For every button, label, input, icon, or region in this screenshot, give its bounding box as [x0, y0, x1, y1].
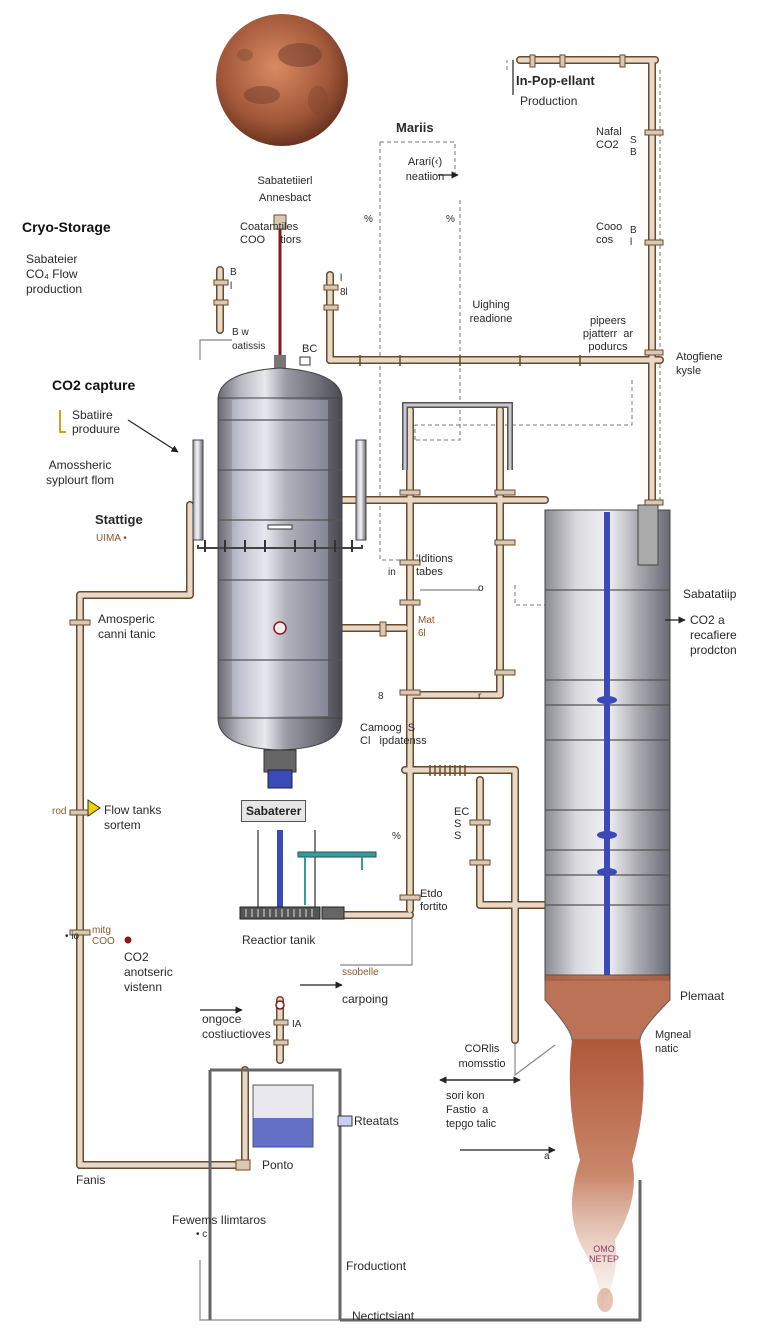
label-nectictsiant: Nectictsiant	[352, 1309, 415, 1323]
label-small-in: in	[388, 567, 396, 578]
pipe-fittings	[69, 54, 664, 1171]
label-reactior-tank: Reactior tanik	[242, 933, 316, 947]
label-flow-tanks: Flow tanks sortem	[104, 803, 162, 832]
label-camooo: Camoog S Cl ipdatenss	[360, 722, 427, 747]
mars-icon	[216, 14, 348, 146]
label-atmospheric-flow: Amossheric syplourt flom	[45, 458, 115, 487]
label-rod: rod	[52, 806, 67, 817]
storage-box	[252, 1084, 353, 1148]
label-small-a: a	[544, 1151, 550, 1162]
label-pleniat: Plemaat	[680, 989, 725, 1003]
label-production: Production	[520, 94, 578, 108]
label-coatalt: Coatamtiles COO tiors	[240, 221, 302, 246]
label-small-o: o	[478, 583, 484, 594]
label-coris: CORlis momsstio	[458, 1043, 506, 1070]
label-pipeers: pipeers pjatterr ar podurcs	[582, 315, 634, 353]
label-carpoing: carpoing	[342, 992, 389, 1006]
label-small-b: B l	[230, 267, 237, 292]
label-sbobelle: ssobelle	[342, 967, 379, 978]
label-stattige: Stattige	[95, 512, 143, 527]
label-bc: BC	[302, 343, 318, 355]
label-froductiont: Froductiont	[346, 1259, 407, 1273]
label-small-w: B w	[232, 327, 249, 338]
label-small-s: S B	[630, 135, 637, 158]
label-sabatier-flow: Sabateier CO₄ Flow production	[26, 252, 83, 296]
label-arari: Arari(‹) neatiion	[405, 156, 445, 183]
label-mitg: mitg COO	[92, 925, 115, 947]
bottom-loops	[208, 1068, 642, 1322]
label-atmospheric-tank: Amosperic canni tanic	[98, 612, 156, 641]
label-small-co: • c	[196, 1229, 208, 1240]
dashed-guides	[379, 60, 661, 606]
label-sorikon: sori kon Fastio a tepgo talic	[446, 1090, 497, 1130]
label-pct2: %	[446, 214, 455, 225]
label-co2-atmospheric: CO2 anotseric vistenn	[124, 950, 173, 994]
sabatier-column-vessel	[544, 504, 671, 1312]
label-sabatatiip: Sabatatiip	[683, 587, 737, 601]
label-small-ia: IA	[292, 1019, 302, 1030]
label-sabaterer: Sabaterer	[241, 800, 307, 822]
label-rteatats: Rteatats	[354, 1114, 399, 1128]
label-in-propellant: In-Pop-ellant	[516, 73, 595, 88]
reactor-tank-base	[239, 830, 377, 920]
label-ec: EC S S	[454, 806, 470, 842]
label-small-r: r	[478, 691, 482, 702]
coil-segments	[359, 355, 581, 776]
label-cryo-storage: Cryo-Storage	[22, 219, 111, 235]
label-maris: Mariis	[396, 120, 434, 135]
label-omo: OMO NETEP	[588, 1244, 619, 1264]
label-co2-recafiere: CO2 a recafiere prodcton	[690, 613, 737, 657]
label-uima: UIMA •	[96, 533, 127, 544]
label-mat: Mat 6l	[418, 615, 435, 639]
label-iditions: 'Iditions tabes	[416, 553, 453, 578]
label-ponto: Ponto	[262, 1158, 294, 1172]
label-sabatier-top: Sabatetiierl Annesbact	[257, 175, 313, 204]
label-atogfiene: Atogfiene kysle	[676, 351, 723, 377]
label-small-l: l 8l	[340, 273, 348, 298]
label-small-8: 8	[378, 691, 384, 702]
label-sabatiire-produre: Sbatiire produure	[72, 408, 121, 436]
label-fewems: Fewems Ilimtaros	[172, 1213, 267, 1227]
label-fanis: Fanis	[76, 1173, 106, 1187]
label-pct1: %	[364, 214, 373, 225]
label-uighing: Uighing readione	[469, 299, 513, 325]
main-reactor-vessel	[192, 355, 367, 910]
label-mgneal: Mgneal natic	[655, 1029, 692, 1055]
label-cooo: Cooo cos	[596, 221, 623, 246]
label-co2-capture: CO2 capture	[52, 377, 136, 393]
label-nafal: Nafal CO2	[596, 126, 622, 151]
arrow-icon	[127, 60, 686, 1154]
label-small-io: • io	[65, 931, 80, 942]
label-small-c: B l	[630, 225, 637, 248]
label-oatissis: oatissis	[232, 341, 266, 352]
valve-icon	[59, 356, 311, 1010]
label-pct3: %	[392, 831, 401, 842]
label-ongoce: ongoce costiuctioves	[202, 1012, 271, 1041]
label-etdo: Etdo fortito	[420, 888, 448, 913]
